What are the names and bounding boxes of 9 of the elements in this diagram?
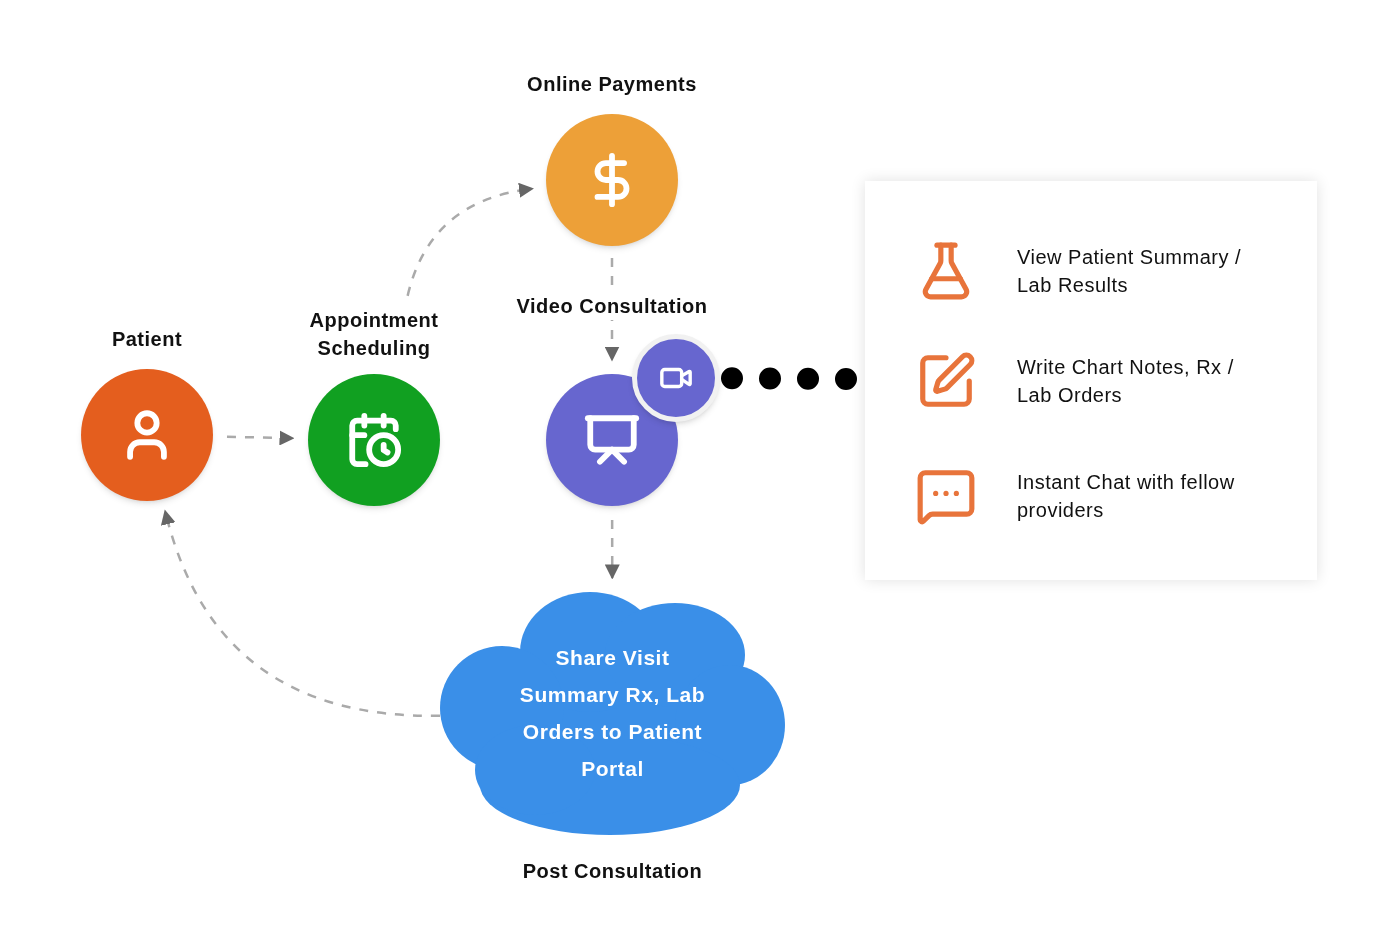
feature-text: Instant Chat with fellow providers [1017,470,1236,523]
dashed-arrow [604,520,620,580]
dashed-arrow [226,430,295,446]
dashed-arrow [161,509,441,717]
cloud-text: Share Visit Summary Rx, Lab Orders to Patient Portal [518,644,707,782]
dashed-arrow [406,183,534,297]
features-panel [865,181,1317,580]
feature-text: View Patient Summary / Lab Results [1017,245,1243,298]
feature-text: Write Chart Notes, Rx / Lab Orders [1017,355,1235,408]
